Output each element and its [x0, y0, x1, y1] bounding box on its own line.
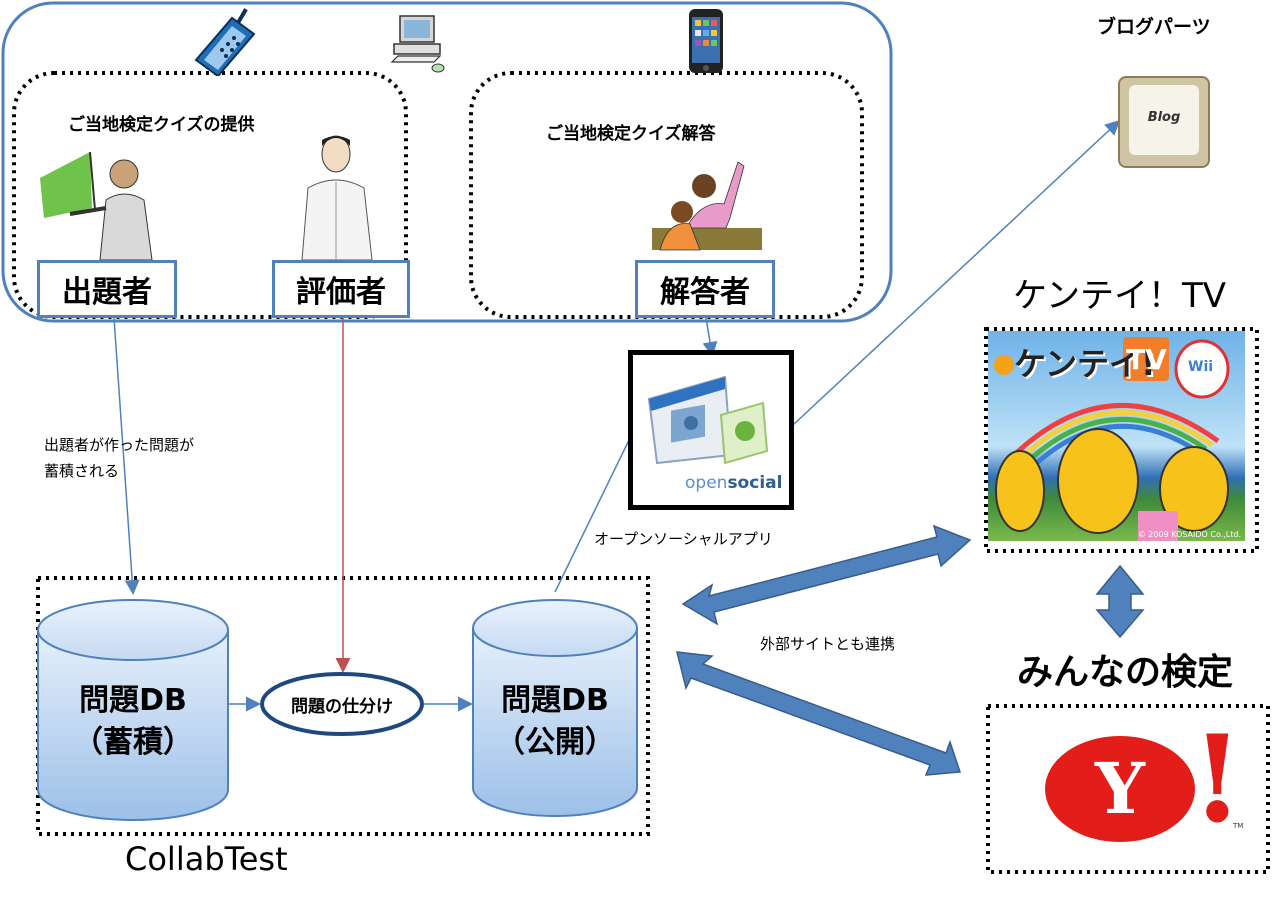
arrow-author-to-storage: [113, 317, 140, 595]
sorting-label: 問題の仕分け: [291, 697, 393, 717]
opensocial-window-icon: [647, 375, 769, 465]
yahoo-tm: TM: [1233, 822, 1244, 830]
db-storage-line1: 問題DB: [79, 683, 187, 718]
desktop-computer-icon: [390, 14, 448, 74]
opensocial-caption: オープンソーシャルアプリ: [594, 530, 773, 548]
kentei-logo-text: ケンテイ!: [1014, 345, 1156, 383]
db-public-cylinder: [472, 599, 638, 817]
kentei-tv-title: ケンテイ！TV: [1013, 276, 1227, 316]
evaluator-illustration: [294, 132, 378, 260]
db-public-line1: 問題DB: [501, 683, 609, 718]
evaluator-label: 評価者: [272, 260, 410, 318]
kentei-frame: [984, 327, 1259, 553]
yahoo-frame: [986, 704, 1270, 874]
author-note-line1: 出題者が作った問題が: [44, 436, 195, 454]
arrow-answerer-to-opensocial: [702, 317, 718, 357]
double-arrow-yahoo: [676, 651, 962, 776]
blog-key-label: Blog: [1147, 110, 1181, 125]
db-storage-line2: （蓄積）: [73, 725, 193, 760]
smartphone-icon: [688, 8, 724, 74]
provision-group: [12, 71, 408, 319]
yahoo-circle: [1045, 736, 1195, 842]
yahoo-letter: Y: [1095, 747, 1145, 830]
author-note: 出題者が作った問題が 蓄積される: [44, 432, 194, 484]
db-public-line2: （公開）: [495, 725, 615, 760]
db-storage-cylinder: [37, 599, 229, 821]
kentei-balloon-text: Wii: [1188, 359, 1214, 375]
mobile-phone-icon: [192, 8, 264, 76]
arrow-opensocial-to-blog: [792, 119, 1121, 426]
db-storage-text: 問題DB （蓄積）: [38, 680, 228, 764]
answerer-label: 解答者: [635, 260, 775, 318]
opensocial-box: opensocial: [628, 350, 794, 510]
answerer-illustration: [642, 158, 764, 258]
yahoo-exclamation: !: [1191, 709, 1244, 850]
opensocial-word-open: open: [685, 473, 728, 493]
teacher-illustration: [40, 148, 158, 260]
yahoo-logo: Y ! TM: [1045, 710, 1255, 850]
opensocial-wordmark: opensocial: [685, 473, 782, 493]
users-frame: [1, 1, 893, 323]
sorting-ellipse: [260, 672, 424, 736]
opensocial-word-social: social: [727, 473, 783, 493]
minna-kentei-title: みんなの検定: [1017, 652, 1234, 693]
double-arrow-vertical: [1095, 564, 1145, 639]
line-public-to-opensocial: [554, 437, 631, 593]
double-arrow-kentei: [681, 524, 972, 626]
db-public-text: 問題DB （公開）: [473, 680, 637, 764]
quiz-answer-title: ご当地検定クイズ解答: [546, 124, 716, 144]
author-note-line2: 蓄積される: [44, 462, 120, 480]
kentei-tv-banner: ケンテイ! TV Wii © 2009 KOSAIDO Co.,Ltd.: [988, 331, 1245, 541]
kentei-logo-tv: TV: [1126, 343, 1167, 376]
external-note: 外部サイトとも連携: [760, 635, 896, 653]
kentei-copyright: © 2009 KOSAIDO Co.,Ltd.: [1137, 530, 1241, 539]
blog-parts-title: ブログパーツ: [1097, 16, 1211, 38]
author-label: 出題者: [37, 260, 177, 318]
answer-group: [469, 71, 864, 319]
blog-key-icon: Blog: [1118, 76, 1210, 168]
quiz-provision-title: ご当地検定クイズの提供: [68, 115, 255, 135]
collabtest-title: CollabTest: [125, 840, 288, 878]
